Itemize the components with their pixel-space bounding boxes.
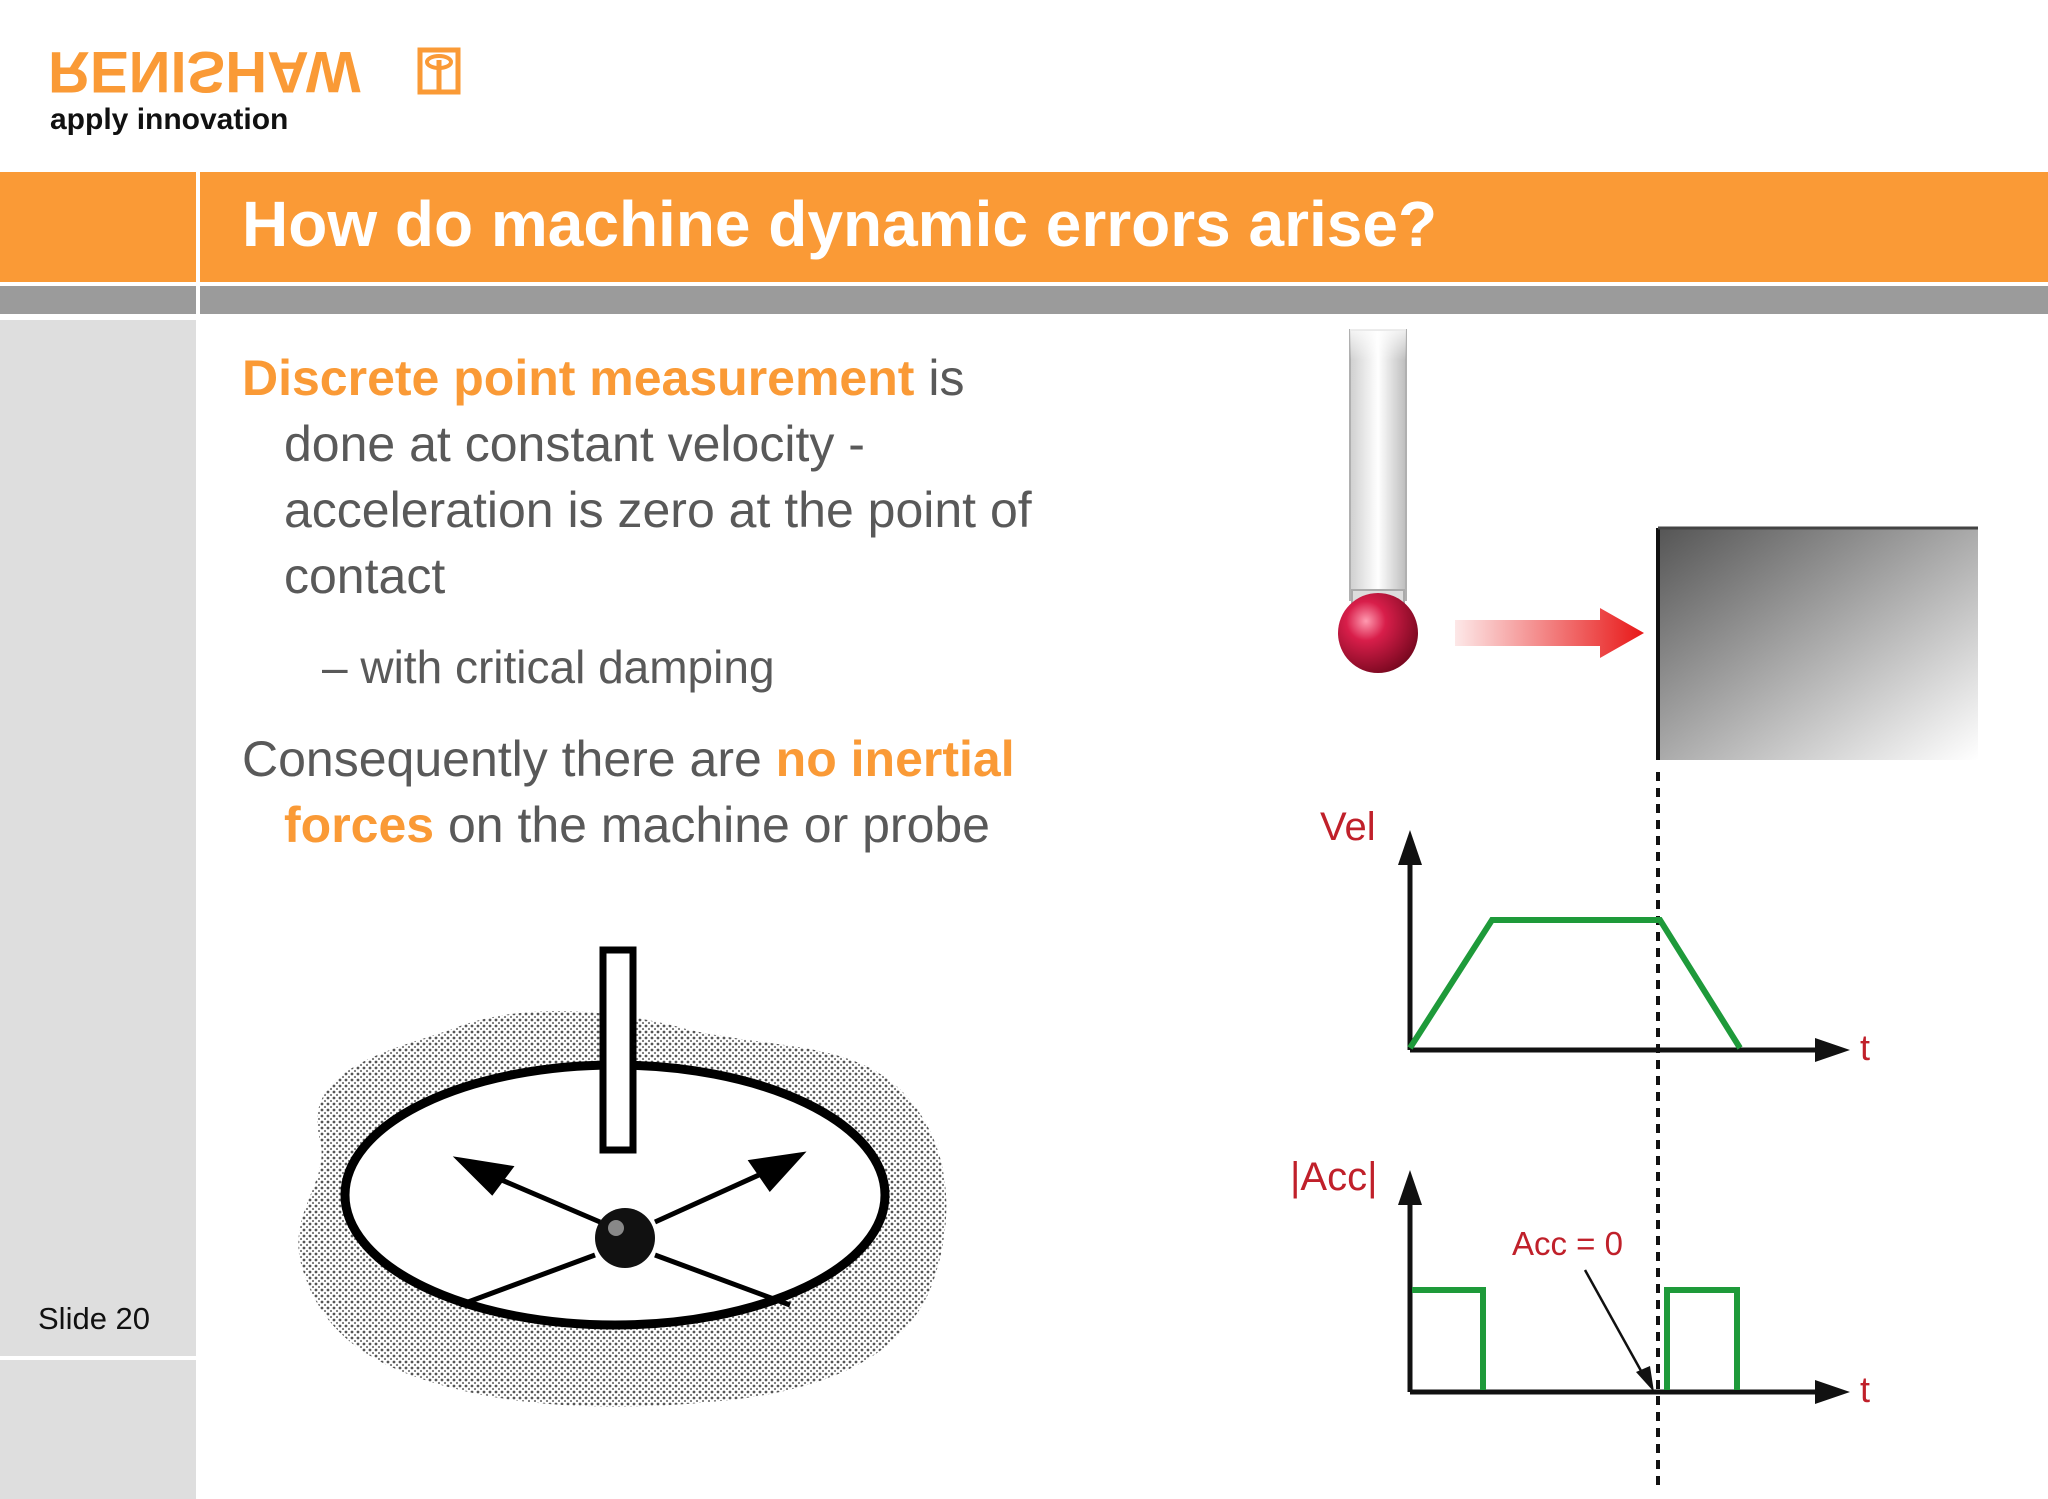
acc-time-label: t xyxy=(1860,1369,1870,1410)
acc-axis-label: |Acc| xyxy=(1290,1155,1377,1199)
para1-line3: acceleration is zero at the point of xyxy=(284,482,1032,538)
vel-x-arrowhead xyxy=(1815,1038,1850,1062)
title-band-left xyxy=(0,172,196,282)
logo-wordmark: RENISHAW xyxy=(48,44,361,104)
para2-text-a: Consequently there are xyxy=(242,731,776,787)
highlight-discrete-point: Discrete point measurement xyxy=(242,350,915,406)
logo-probe-tip xyxy=(425,54,453,70)
acc-pulse-start xyxy=(1412,1287,1486,1390)
renishaw-logo: RENISHAW xyxy=(48,44,461,104)
title-band xyxy=(200,172,2048,282)
bullet-discrete-measurement: Discrete point measurement is done at co… xyxy=(242,345,1122,609)
arrow-up-left xyxy=(489,1172,601,1225)
probe-contact-illustration xyxy=(298,946,947,1407)
grey-band xyxy=(200,286,2048,314)
probe-stylus-shaft xyxy=(599,946,637,1154)
para1-text-a: is xyxy=(914,350,965,406)
logo-probe-icon xyxy=(417,47,461,95)
slide-number: Slide 20 xyxy=(38,1301,151,1336)
bullet-no-inertial-forces: Consequently there are no inertial force… xyxy=(242,726,1122,858)
rail-divider xyxy=(0,1356,196,1360)
force-arrows xyxy=(452,1151,807,1308)
vel-y-arrowhead xyxy=(1398,830,1422,865)
vel-time-label: t xyxy=(1860,1027,1870,1068)
para1-line4: contact xyxy=(284,548,446,604)
motion-arrow-icon xyxy=(1455,608,1644,658)
para1-line2: done at constant velocity - xyxy=(284,416,865,472)
acc-zero-pointer xyxy=(1583,1269,1647,1379)
probe-ball-icon xyxy=(595,1208,655,1268)
stylus-fade xyxy=(1350,320,1406,360)
velocity-trapezoid-curve xyxy=(1407,917,1743,1050)
arrowhead-up-left xyxy=(452,1156,515,1196)
left-rail xyxy=(0,320,196,1499)
brand-tagline: apply innovation xyxy=(50,103,289,136)
slide-title: How do machine dynamic errors arise? xyxy=(242,188,1438,260)
vel-axis-label: Vel xyxy=(1320,805,1376,849)
acc-pulse-end xyxy=(1664,1287,1740,1390)
acc-y-arrowhead xyxy=(1398,1170,1422,1205)
acc-zero-annotation: Acc = 0 xyxy=(1512,1225,1623,1262)
probe-ball-highlight xyxy=(608,1220,624,1236)
arrow-up-right xyxy=(653,1167,772,1225)
arrow-down-left xyxy=(459,1252,596,1308)
highlight-forces: forces xyxy=(284,797,435,853)
arrowhead-up-right xyxy=(747,1151,807,1193)
highlight-no-inertial: no inertial xyxy=(775,731,1015,787)
acc-zero-pointer-head xyxy=(1636,1366,1654,1392)
sub-bullet-damping: – with critical damping xyxy=(322,641,775,693)
grey-band-left xyxy=(0,286,196,314)
workpiece-block xyxy=(1658,528,1978,760)
stylus-shaft xyxy=(1349,329,1407,601)
velocity-acceleration-diagram: Vel t |Acc| t Acc = 0 xyxy=(1290,320,1978,1485)
arrow-down-right xyxy=(654,1252,791,1308)
ruby-ball-icon xyxy=(1338,593,1418,673)
para2-text-b: on the machine or probe xyxy=(434,797,990,853)
acc-x-arrowhead xyxy=(1815,1380,1850,1404)
